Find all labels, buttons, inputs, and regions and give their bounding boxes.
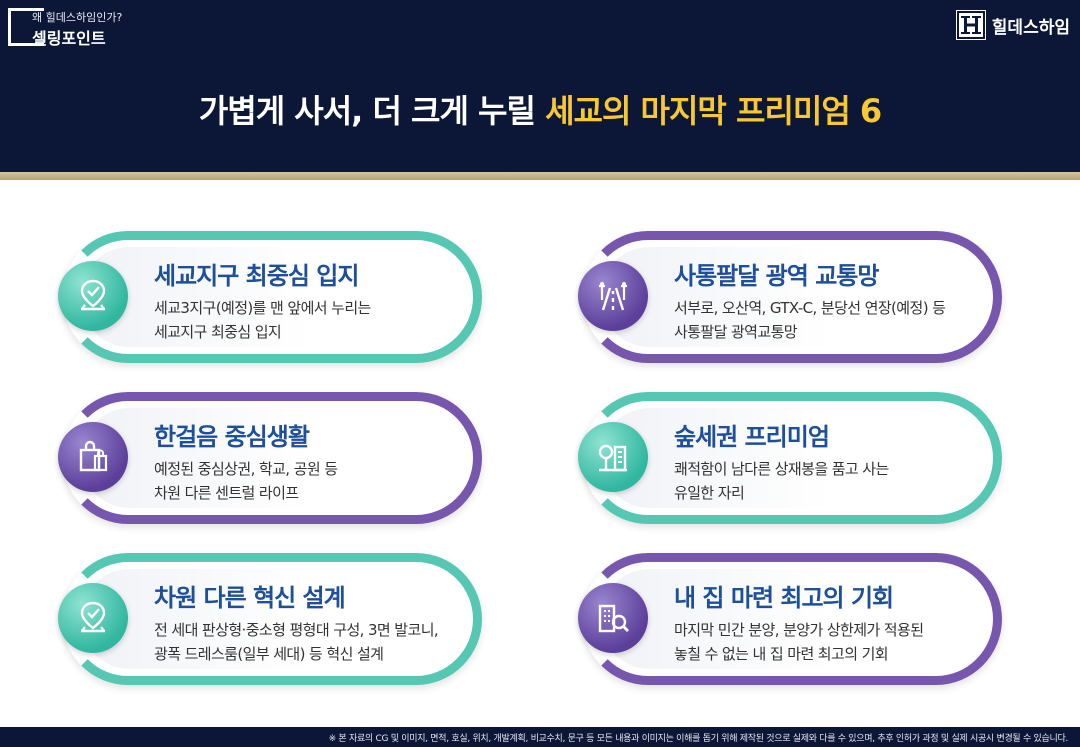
breadcrumb-title: 셀링포인트	[32, 29, 106, 48]
card-description: 마지막 민간 분양, 분양가 상한제가 적용된 놓칠 수 없는 내 집 마련 최…	[674, 618, 924, 666]
card-description: 서부로, 오산역, GTX-C, 분당선 연장(예정) 등 사통팔달 광역교통망	[674, 296, 946, 344]
headline-highlight: 세교의 마지막 프리미엄 6	[545, 92, 882, 130]
park-trees-icon	[578, 422, 648, 492]
card-description-line: 유일한 자리	[674, 484, 745, 502]
location-pin-icon	[58, 583, 128, 653]
brand: 힐데스하임	[955, 8, 1070, 42]
card-inner	[80, 408, 466, 508]
card-description-line: 차원 다른 센트럴 라이프	[154, 484, 299, 502]
card-inner	[80, 569, 466, 669]
card-inner	[80, 247, 466, 347]
card-description-line: 예정된 중심상권, 학교, 공원 등	[154, 460, 338, 478]
card-description: 전 세대 판상형·중소형 평형대 구성, 3면 발코니, 광폭 드레스룸(일부 …	[154, 618, 439, 666]
card-description-line: 세교3지구(예정)를 맨 앞에서 누리는	[154, 299, 371, 317]
card-transport: 사통팔달 광역 교통망 서부로, 오산역, GTX-C, 분당선 연장(예정) …	[578, 231, 1002, 363]
shopping-bag-icon	[58, 422, 128, 492]
card-title: 숲세권 프리미엄	[674, 423, 830, 451]
breadcrumb-frame	[8, 8, 44, 46]
footer-bar	[0, 727, 1080, 747]
card-location: 세교지구 최중심 입지 세교3지구(예정)를 맨 앞에서 누리는 세교지구 최중…	[58, 231, 482, 363]
card-description-line: 놓칠 수 없는 내 집 마련 최고의 기회	[674, 645, 889, 663]
card-description-line: 광폭 드레스룸(일부 세대) 등 혁신 설계	[154, 645, 384, 663]
headline-white: 가볍게 사서, 더 크게 누릴	[198, 92, 546, 130]
card-description: 쾌적함이 남다른 상재봉을 품고 사는 유일한 자리	[674, 457, 889, 505]
building-search-icon	[578, 583, 648, 653]
card-description-line: 쾌적함이 남다른 상재봉을 품고 사는	[674, 460, 889, 478]
card-central-life: 한걸음 중심생활 예정된 중심상권, 학교, 공원 등 차원 다른 센트럴 라이…	[58, 392, 482, 524]
card-forest: 숲세권 프리미엄 쾌적함이 남다른 상재봉을 품고 사는 유일한 자리	[578, 392, 1002, 524]
card-description-line: 세교지구 최중심 입지	[154, 323, 282, 341]
card-title: 세교지구 최중심 입지	[154, 262, 359, 290]
card-inner	[600, 247, 986, 347]
disclaimer-text: ※ 본 자료의 CG 및 이미지, 면적, 호실, 위치, 개발계획, 비교수치…	[328, 734, 1069, 744]
card-opportunity: 내 집 마련 최고의 기회 마지막 민간 분양, 분양가 상한제가 적용된 놓칠…	[578, 553, 1002, 685]
card-description-line: 서부로, 오산역, GTX-C, 분당선 연장(예정) 등	[674, 299, 946, 317]
card-description-line: 사통팔달 광역교통망	[674, 323, 798, 341]
card-inner	[600, 569, 986, 669]
card-title: 내 집 마련 최고의 기회	[674, 584, 894, 612]
card-description: 세교3지구(예정)를 맨 앞에서 누리는 세교지구 최중심 입지	[154, 296, 371, 344]
card-title: 사통팔달 광역 교통망	[674, 262, 879, 290]
card-design: 차원 다른 혁신 설계 전 세대 판상형·중소형 평형대 구성, 3면 발코니,…	[58, 553, 482, 685]
card-title: 한걸음 중심생활	[154, 423, 310, 451]
header-divider	[0, 172, 1080, 180]
brand-name: 힐데스하임	[991, 17, 1070, 38]
card-title: 차원 다른 혁신 설계	[154, 584, 346, 612]
breadcrumb-subtitle: 왜 힐데스하임인가?	[32, 11, 123, 24]
card-description-line: 전 세대 판상형·중소형 평형대 구성, 3면 발코니,	[154, 621, 439, 639]
header-banner	[0, 0, 1080, 172]
brand-logo-icon	[955, 10, 986, 40]
page-headline: 가볍게 사서, 더 크게 누릴 세교의 마지막 프리미엄 6	[0, 86, 1080, 132]
card-description: 예정된 중심상권, 학교, 공원 등 차원 다른 센트럴 라이프	[154, 457, 338, 505]
location-pin-icon	[58, 261, 128, 331]
card-inner	[600, 408, 986, 508]
card-description-line: 마지막 민간 분양, 분양가 상한제가 적용된	[674, 621, 924, 639]
road-lights-icon	[578, 261, 648, 331]
